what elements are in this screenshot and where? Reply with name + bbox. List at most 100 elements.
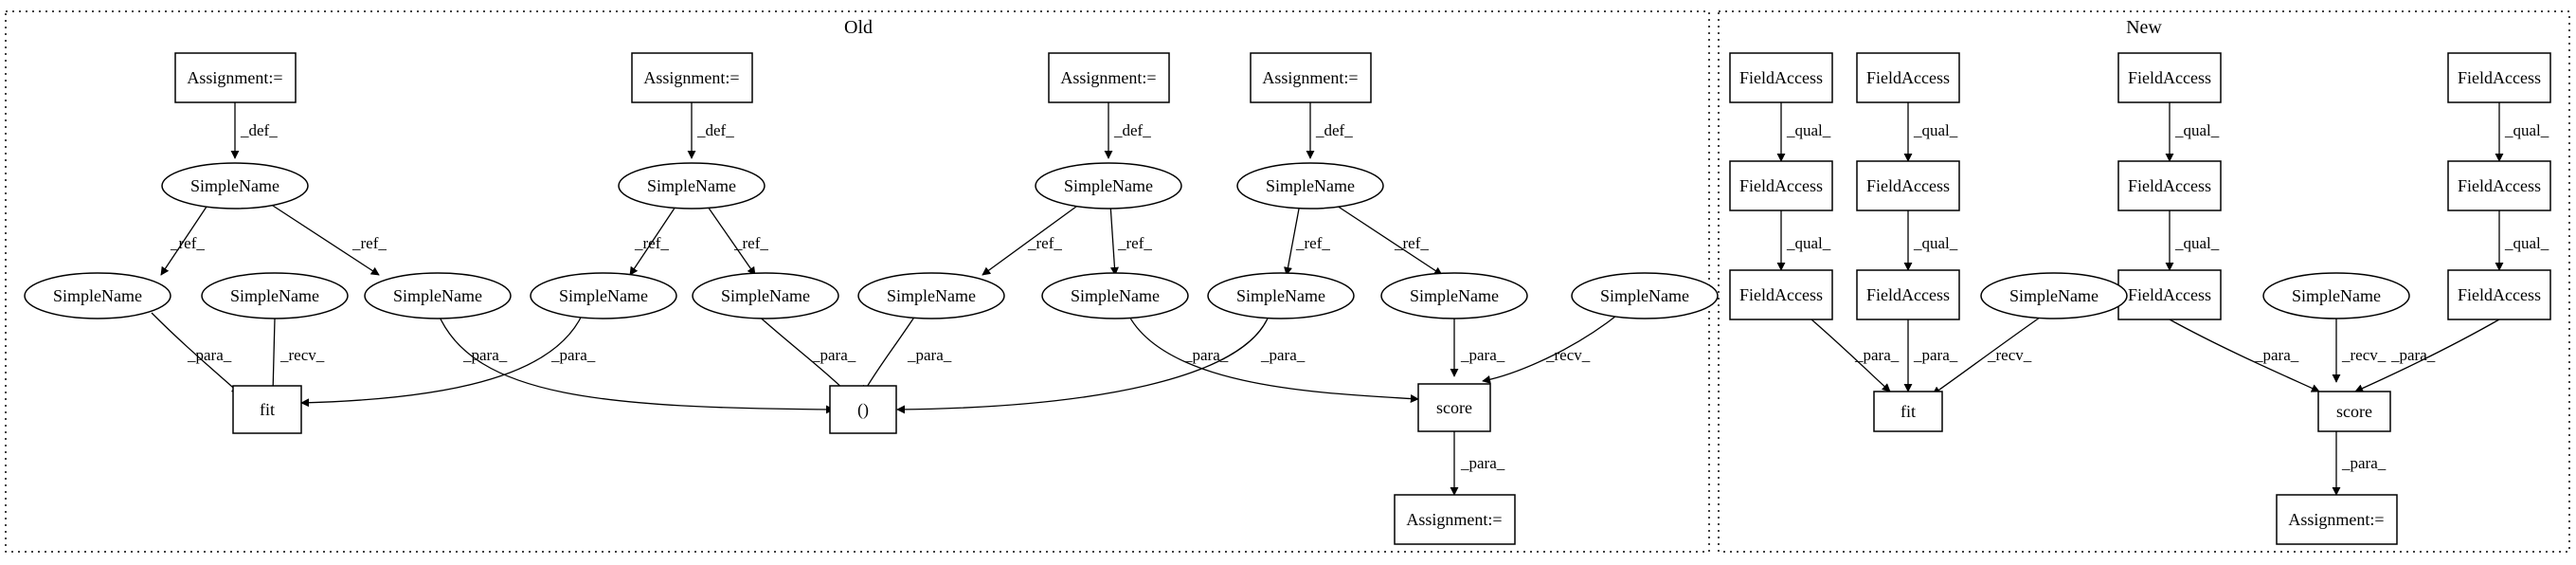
node-fieldaccess — [1729, 52, 1833, 103]
node-fieldaccess — [1729, 160, 1833, 211]
node-fieldaccess — [1856, 52, 1960, 103]
node-label: FieldAccess — [2128, 285, 2211, 304]
node-fit — [232, 385, 302, 434]
edge-label-para-l5-paren: _para_ — [811, 346, 856, 364]
edge-label-para-l8-paren: _para_ — [1260, 346, 1306, 364]
node-simplename — [618, 162, 766, 210]
edge-recv-l10-score — [1482, 312, 1621, 384]
edge-label-qual-3: _qual_ — [2174, 121, 2220, 139]
node-label: fit — [1900, 402, 1916, 421]
node-label: FieldAccess — [1739, 176, 1823, 195]
edge-label-ref-4b: _ref_ — [1394, 234, 1429, 252]
edge-label-qual-8: _qual_ — [2504, 234, 2549, 252]
node-label: SimpleName — [1071, 286, 1160, 305]
node-label: SimpleName — [190, 176, 279, 195]
node-label: SimpleName — [2009, 286, 2099, 305]
node-simplename — [24, 272, 171, 319]
edge-label-ref-1a: _ref_ — [170, 234, 205, 252]
old-nodes — [24, 52, 1719, 545]
node-label: SimpleName — [887, 286, 976, 305]
edge-label-ref-1b: _ref_ — [351, 234, 387, 252]
edge-label-recv-l10-score: _recv_ — [1545, 346, 1591, 364]
node-fieldaccess — [1856, 269, 1960, 320]
node-label: Assignment:= — [2288, 510, 2384, 529]
edge-ref-3a — [982, 203, 1081, 276]
node-label: score — [2336, 402, 2372, 421]
node-simplename — [201, 272, 349, 319]
new-node-labels: FieldAccess FieldAccess FieldAccess Fiel… — [1739, 68, 2541, 529]
edge-para-l3-paren — [437, 312, 835, 414]
edge-para-l8-paren — [896, 313, 1270, 414]
edge-label-qual-5: _qual_ — [1786, 234, 1831, 252]
node-label: SimpleName — [647, 176, 736, 195]
edge-label-qual-7: _qual_ — [2174, 234, 2220, 252]
edge-ref-2b — [705, 203, 756, 276]
edge-para-l1-fit — [151, 312, 241, 394]
node-fieldaccess — [1856, 160, 1960, 211]
edge-label-ref-4a: _ref_ — [1295, 234, 1330, 252]
node-label: FieldAccess — [2458, 176, 2541, 195]
node-simplename — [692, 272, 839, 319]
edge-ref-3b — [1109, 203, 1119, 276]
node-simplename — [1035, 162, 1182, 210]
node-simplename — [161, 162, 309, 210]
node-assignment — [174, 52, 297, 103]
node-label: Assignment:= — [643, 68, 739, 87]
node-label: SimpleName — [53, 286, 142, 305]
edge-label-qual-1: _qual_ — [1786, 121, 1831, 139]
edge-ref-1a — [160, 203, 209, 276]
edge-label-para-h2-fit: _para_ — [1913, 346, 1958, 364]
node-assignment — [1394, 494, 1516, 545]
node-score — [2317, 391, 2391, 432]
node-label: SimpleName — [1410, 286, 1499, 305]
node-label: fit — [260, 400, 275, 419]
edge-para-h4-score — [2354, 319, 2500, 392]
node-label: SimpleName — [2292, 286, 2381, 305]
edge-ref-4a — [1284, 203, 1301, 276]
node-fieldaccess — [2117, 269, 2222, 320]
new-edges — [1776, 102, 2504, 496]
node-simplename — [1236, 162, 1384, 210]
node-label: () — [857, 400, 869, 420]
node-label: Assignment:= — [1406, 510, 1502, 529]
node-assignment — [1048, 52, 1170, 103]
node-assignment — [2276, 494, 2398, 545]
node-label: score — [1436, 398, 1472, 417]
edge-label-para-l9-score: _para_ — [1460, 346, 1505, 364]
node-label: FieldAccess — [2128, 68, 2211, 87]
node-paren — [829, 385, 897, 434]
new-nodes — [1729, 52, 2551, 545]
edge-label-recv-l2-fit: _recv_ — [279, 346, 325, 364]
node-label: FieldAccess — [2458, 285, 2541, 304]
node-fit — [1873, 391, 1943, 432]
edge-label-def-4: _def_ — [1315, 121, 1353, 139]
node-label: FieldAccess — [1866, 68, 1950, 87]
edge-para-l7-score — [1126, 312, 1419, 403]
edge-para-l4-fit — [300, 313, 584, 408]
edge-label-para-l4-fit: _para_ — [550, 346, 596, 364]
old-node-labels: Assignment:= Assignment:= Assignment:= A… — [53, 68, 1689, 529]
edge-ref-2a — [629, 203, 678, 276]
node-simplename — [1380, 272, 1528, 319]
node-fieldaccess — [2117, 52, 2222, 103]
node-score — [1417, 383, 1491, 432]
node-assignment — [631, 52, 753, 103]
node-fieldaccess — [1729, 269, 1833, 320]
edge-label-ref-3a: _ref_ — [1027, 234, 1062, 252]
node-label: FieldAccess — [1866, 285, 1950, 304]
node-label: Assignment:= — [187, 68, 282, 87]
node-label: SimpleName — [1236, 286, 1325, 305]
node-simplename — [1980, 272, 2128, 319]
node-simplename — [2262, 272, 2410, 319]
edge-label-para-h1-fit: _para_ — [1854, 346, 1900, 364]
node-fieldaccess — [2447, 269, 2551, 320]
edge-label-para-l6-paren: _para_ — [907, 346, 952, 364]
node-simplename — [530, 272, 677, 319]
node-label: FieldAccess — [1739, 285, 1823, 304]
node-fieldaccess — [2447, 52, 2551, 103]
edge-ref-4b — [1333, 203, 1443, 276]
node-label: FieldAccess — [1866, 176, 1950, 195]
node-label: FieldAccess — [1739, 68, 1823, 87]
node-label: Assignment:= — [1060, 68, 1156, 87]
node-label: SimpleName — [393, 286, 482, 305]
